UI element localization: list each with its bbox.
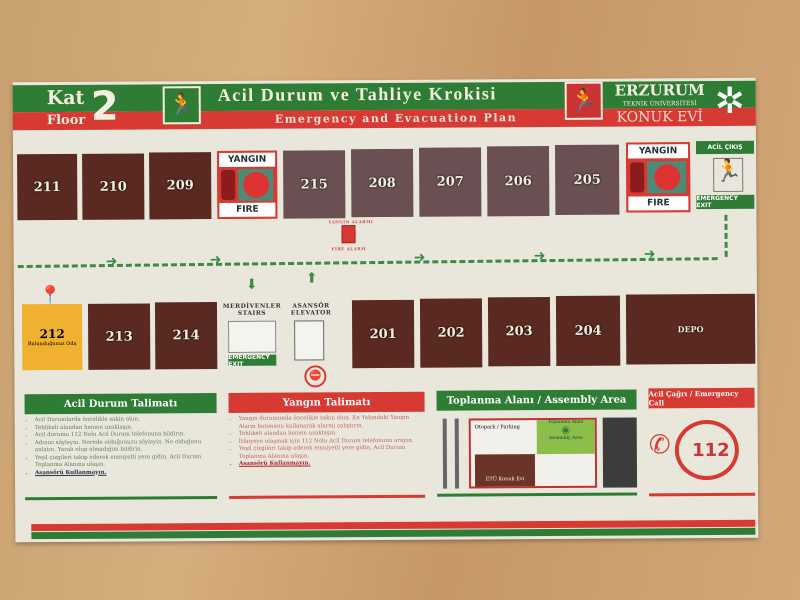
emergency-call-panel: Acil Çağrı / Emergency Call 112 ✆ xyxy=(648,387,756,497)
room-215: 215 xyxy=(283,150,346,219)
arrow-up-elevator-icon: ⬆ xyxy=(305,270,318,287)
assembly-point-icon: ◉ xyxy=(561,424,571,436)
room-209: 209 xyxy=(149,152,212,220)
assembly-area-box: Toplanma Alanı◉Assembly Area xyxy=(536,419,595,455)
emergency-number: 112 xyxy=(692,439,730,461)
room-205: 205 xyxy=(554,144,620,215)
no-elevator-icon: ⛔ xyxy=(304,365,327,388)
room-208: 208 xyxy=(351,148,414,218)
room-211: 211 xyxy=(17,153,78,221)
you-are-here-label: Bulunduğunuz Oda xyxy=(27,340,77,348)
fire-extinguisher-icon xyxy=(630,162,645,193)
room-204: 204 xyxy=(555,295,621,366)
stairs-emergency-exit-sign: EMERGENCY EXIT xyxy=(228,353,277,367)
kat-label: Kat xyxy=(46,86,85,110)
fire-label-tr: YANGIN xyxy=(627,144,689,159)
route-arrow-icon: ➜ xyxy=(105,253,118,270)
panel-title: Acil Durum Talimatı xyxy=(24,393,217,415)
fire-alarm-label-en: FIRE ALARM xyxy=(331,246,366,252)
room-203: 203 xyxy=(487,296,551,367)
instruction: Yeşil çizgileri takip ederek emniyetli y… xyxy=(35,454,211,470)
fire-alarm-label-tr: YANGIN ALARMI xyxy=(328,219,374,225)
fire-alarm-button-icon xyxy=(647,161,687,194)
current-room-212: 212 Bulunduğunuz Oda xyxy=(21,303,83,371)
floor-label: Floor xyxy=(46,112,86,129)
road-icon xyxy=(442,418,460,489)
panel-divider xyxy=(437,492,638,497)
room-201: 201 xyxy=(351,299,415,369)
plan-title: Acil Durum ve Tahliye Krokisi xyxy=(217,83,497,106)
exit-running-man-icon: 🏃 xyxy=(162,86,201,125)
fire-alarm-button-icon xyxy=(238,168,274,201)
route-arrow-icon: ➜ xyxy=(413,249,426,266)
panel-title: Toplanma Alanı / Assembly Area xyxy=(436,389,637,411)
elevator-doors-icon xyxy=(294,320,325,361)
warning: Asansörü Kullanmayın. xyxy=(35,469,211,478)
depo-storage: DEPO xyxy=(625,293,756,365)
university-sub: TEKNİK ÜNİVERSİTESİ xyxy=(622,100,697,108)
fire-extinguisher-icon xyxy=(221,169,236,201)
acil-cikis-sign: ACİL ÇIKIŞ xyxy=(695,140,755,155)
route-to-exit xyxy=(724,214,728,257)
guesthouse-name: KONUK EVİ xyxy=(616,109,704,126)
instruction: Adınızı söyleyin. Nerede olduğunuzu söyl… xyxy=(35,439,211,455)
panel-title: Acil Çağrı / Emergency Call xyxy=(648,387,755,409)
phone-icon: 112 xyxy=(674,419,740,481)
elevator-label-en: ELEVATOR xyxy=(290,309,332,317)
fire-label-tr: YANGIN xyxy=(219,152,276,168)
room-214: 214 xyxy=(154,302,218,370)
room-202: 202 xyxy=(419,298,483,368)
handset-icon: ✆ xyxy=(648,430,671,461)
arrow-down-stairs-icon: ⬇ xyxy=(245,276,258,293)
instruction: Yeşil çizgileri takip ederek emniyetli y… xyxy=(239,445,419,461)
university-logo-icon: ✲ xyxy=(714,80,746,122)
panel-title: Yangın Talimatı xyxy=(228,391,425,413)
toplanma-panel: Toplanma Alanı / Assembly Area Otopark /… xyxy=(436,389,638,497)
university-name: ERZURUM xyxy=(614,81,705,100)
panel-divider xyxy=(649,492,756,497)
room-213: 213 xyxy=(87,303,151,370)
instruction: Yangın durumunda öncelikle sakin olun. E… xyxy=(239,415,419,431)
exit-door-icon: 🏃 xyxy=(713,157,744,192)
parking-label: Otopark / Parking xyxy=(474,424,520,431)
room-206: 206 xyxy=(487,145,550,217)
room-207: 207 xyxy=(419,147,482,217)
floor-number: 2 xyxy=(90,83,119,130)
fire-label-en: FIRE xyxy=(219,202,276,218)
room-210: 210 xyxy=(82,153,145,220)
fire-exit-icon: 🏃 xyxy=(564,81,603,120)
area-en: Assembly Area xyxy=(548,435,583,442)
warning: Asansörü Kullanmayın. xyxy=(239,460,419,469)
evacuation-route-line xyxy=(17,257,718,269)
fire-equipment-2: YANGIN FIRE xyxy=(625,142,691,213)
panel-divider xyxy=(229,494,426,499)
yangin-panel: Yangın Talimatı Yangın durumunda öncelik… xyxy=(228,391,426,499)
room-number: 212 xyxy=(39,326,65,342)
route-arrow-icon: ➜ xyxy=(209,252,222,269)
plan-subtitle: Emergency and Evacuation Plan xyxy=(274,111,518,126)
fire-label-en: FIRE xyxy=(628,196,689,211)
stairs-icon xyxy=(228,320,277,353)
stairs-label-en: STAIRS xyxy=(237,309,267,317)
emergency-exit-sign: EMERGENCY EXIT xyxy=(696,194,755,210)
fire-alarm-icon xyxy=(341,225,356,244)
acil-durum-panel: Acil Durum Talimatı Acil Durumlarda önce… xyxy=(24,393,218,501)
route-arrow-icon: ➜ xyxy=(643,246,656,263)
fire-equipment: YANGIN FIRE xyxy=(217,150,278,220)
assembly-map: Otopark / Parking Toplanma Alanı◉Assembl… xyxy=(468,417,598,489)
panel-divider xyxy=(25,496,218,501)
dark-block xyxy=(602,417,638,488)
location-pin-icon: 📍 xyxy=(38,284,62,307)
route-arrow-icon: ➜ xyxy=(533,248,546,265)
evacuation-plan-poster: Kat Floor 2 🏃 Acil Durum ve Tahliye Krok… xyxy=(12,77,759,543)
building-icon: ETÜ Konuk Evi xyxy=(474,454,536,487)
